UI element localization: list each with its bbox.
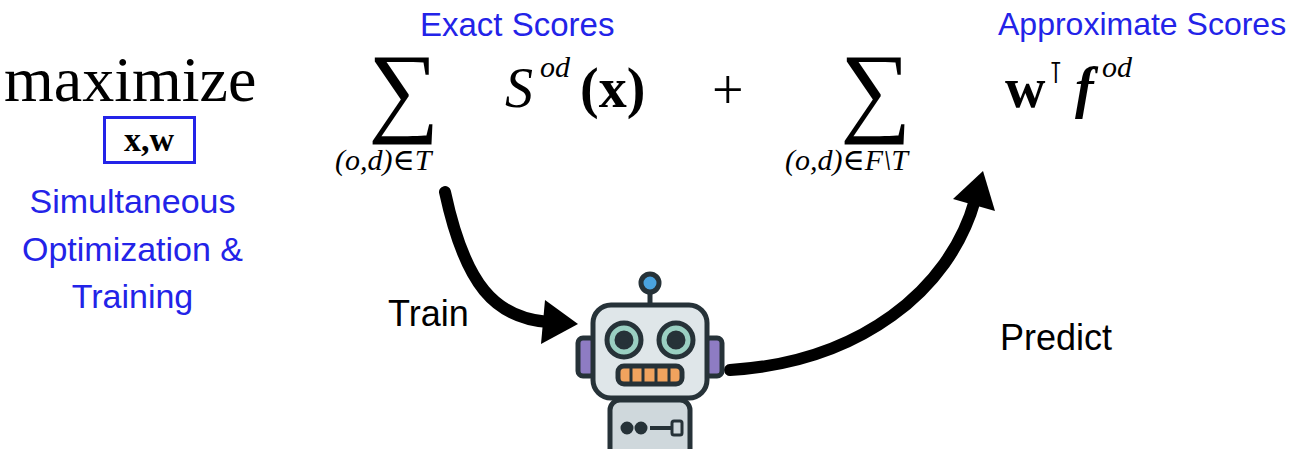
variable-text: x,w <box>124 123 175 157</box>
arrow-head <box>953 171 995 211</box>
sum-symbol: ∑ <box>368 40 439 140</box>
sum-index: (o,d)∈F\T <box>785 145 908 175</box>
robot-icon <box>578 274 722 449</box>
predict-arrow <box>730 200 975 370</box>
math-argument: (x) <box>580 60 645 116</box>
heading-label: Approximate Scores <box>998 8 1286 40</box>
math-superscript: ⊺ <box>1048 58 1064 88</box>
math-operator: + <box>712 62 744 118</box>
math-symbol: w <box>1005 60 1045 116</box>
math-operator: maximize <box>4 48 256 112</box>
math-symbol: f <box>1075 60 1094 116</box>
math-symbol: S <box>505 60 533 116</box>
variable-box: x,w <box>103 116 196 164</box>
arrow-label: Train <box>388 296 469 332</box>
arrow-label: Predict <box>1000 320 1112 356</box>
side-note: Simultaneous Optimization & Training <box>5 178 260 321</box>
math-superscript: od <box>1102 52 1132 82</box>
sum-index: (o,d)∈T <box>335 145 431 175</box>
arrow-head <box>541 300 578 344</box>
heading-label: Exact Scores <box>420 8 614 41</box>
math-superscript: od <box>540 52 570 82</box>
sum-symbol: ∑ <box>840 40 911 140</box>
